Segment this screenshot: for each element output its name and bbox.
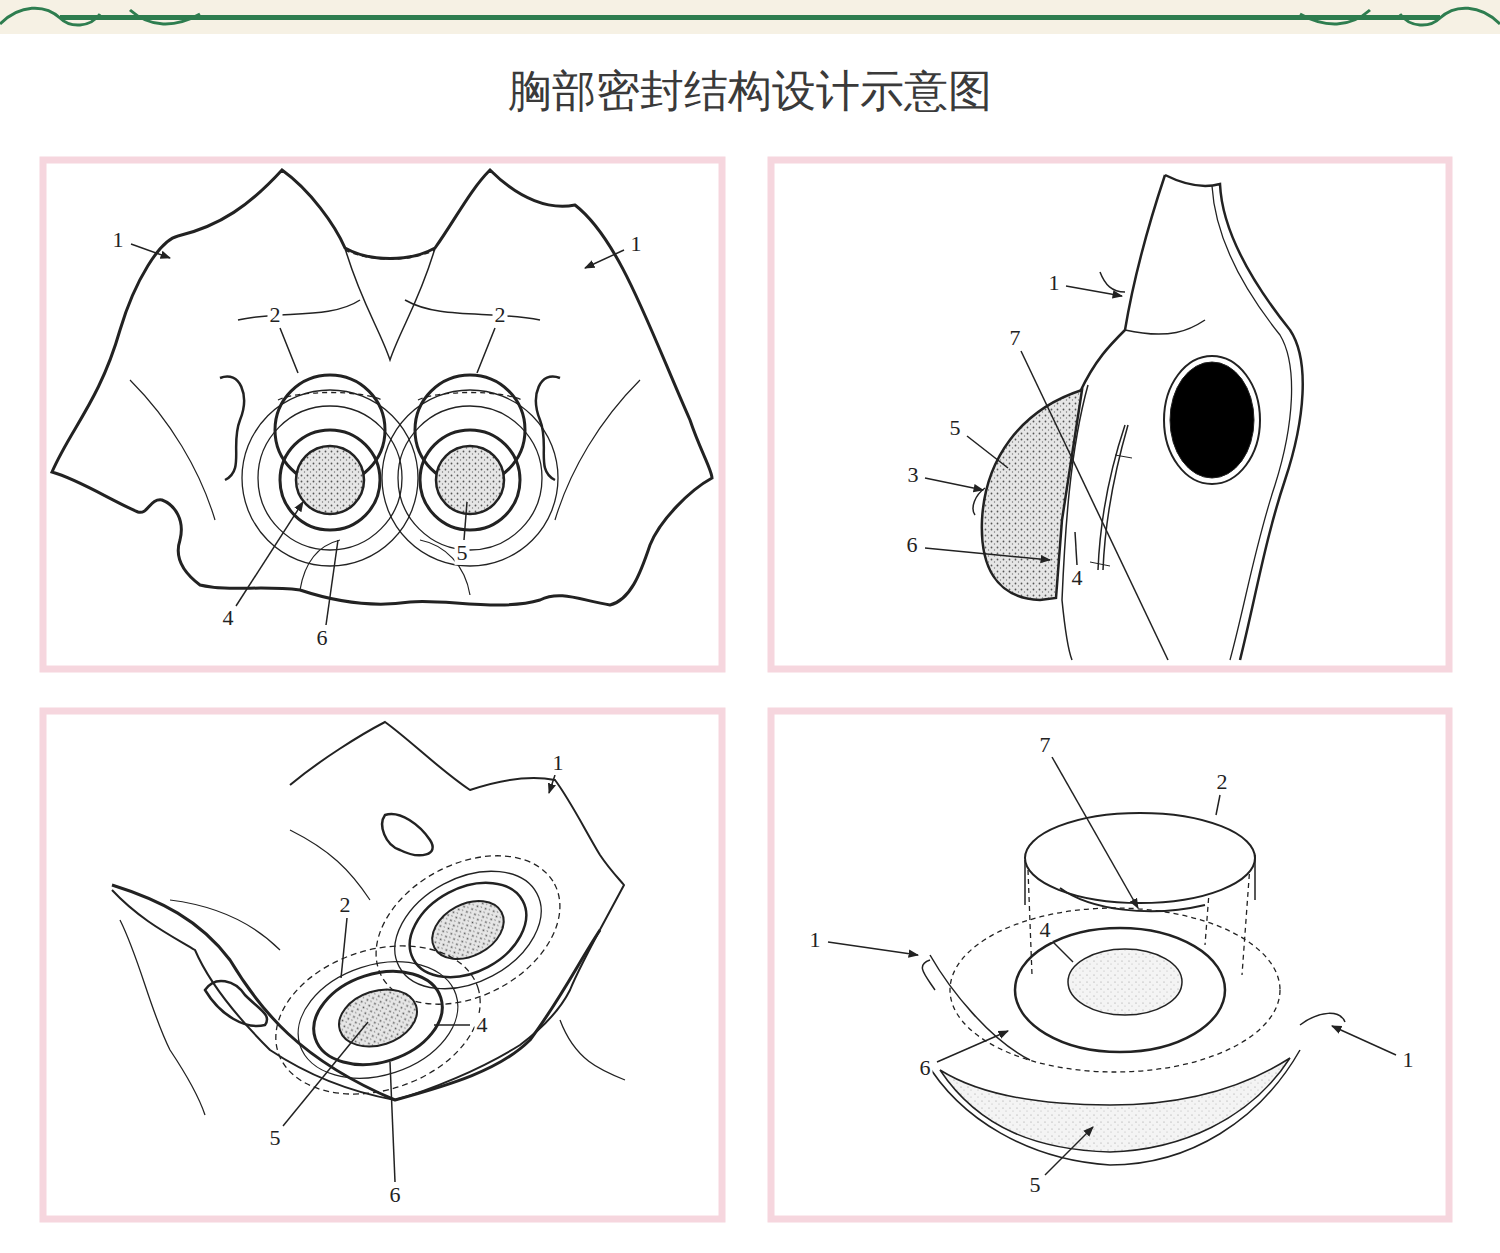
callout-number: 4 <box>475 1013 490 1037</box>
callout-number: 2 <box>338 893 353 917</box>
callout-number: 1 <box>551 751 566 775</box>
callout-number: 6 <box>918 1056 933 1080</box>
exploded-view <box>922 813 1345 1165</box>
callout-number: 1 <box>1047 271 1062 295</box>
diagram-title: 胸部密封结构设计示意图 <box>0 62 1500 121</box>
callout-number: 5 <box>1028 1173 1043 1197</box>
callout-number: 2 <box>268 303 283 327</box>
callout-number: 1 <box>111 228 126 252</box>
callout-number: 1 <box>629 232 644 256</box>
callout-number: 7 <box>1008 326 1023 350</box>
top-band <box>0 0 1500 34</box>
panel-frame <box>43 160 1449 1219</box>
callout-number: 5 <box>268 1126 283 1150</box>
callout-number: 7 <box>1038 733 1053 757</box>
callout-number: 3 <box>906 463 921 487</box>
callout-number: 6 <box>905 533 920 557</box>
callout-number: 5 <box>948 416 963 440</box>
front-view <box>52 170 712 605</box>
perspective-view <box>112 722 625 1119</box>
callout-number: 2 <box>1215 770 1230 794</box>
callout-number: 4 <box>1070 566 1085 590</box>
callout-number: 6 <box>315 626 330 650</box>
callout-number: 5 <box>455 541 470 565</box>
side-section <box>973 175 1303 660</box>
callout-number: 2 <box>493 303 508 327</box>
callout-number: 4 <box>221 606 236 630</box>
callout-number: 4 <box>1038 918 1053 942</box>
callout-number: 6 <box>388 1183 403 1207</box>
callout-number: 1 <box>1401 1048 1416 1072</box>
leader-line <box>131 244 1396 1182</box>
callout-number: 1 <box>808 928 823 952</box>
